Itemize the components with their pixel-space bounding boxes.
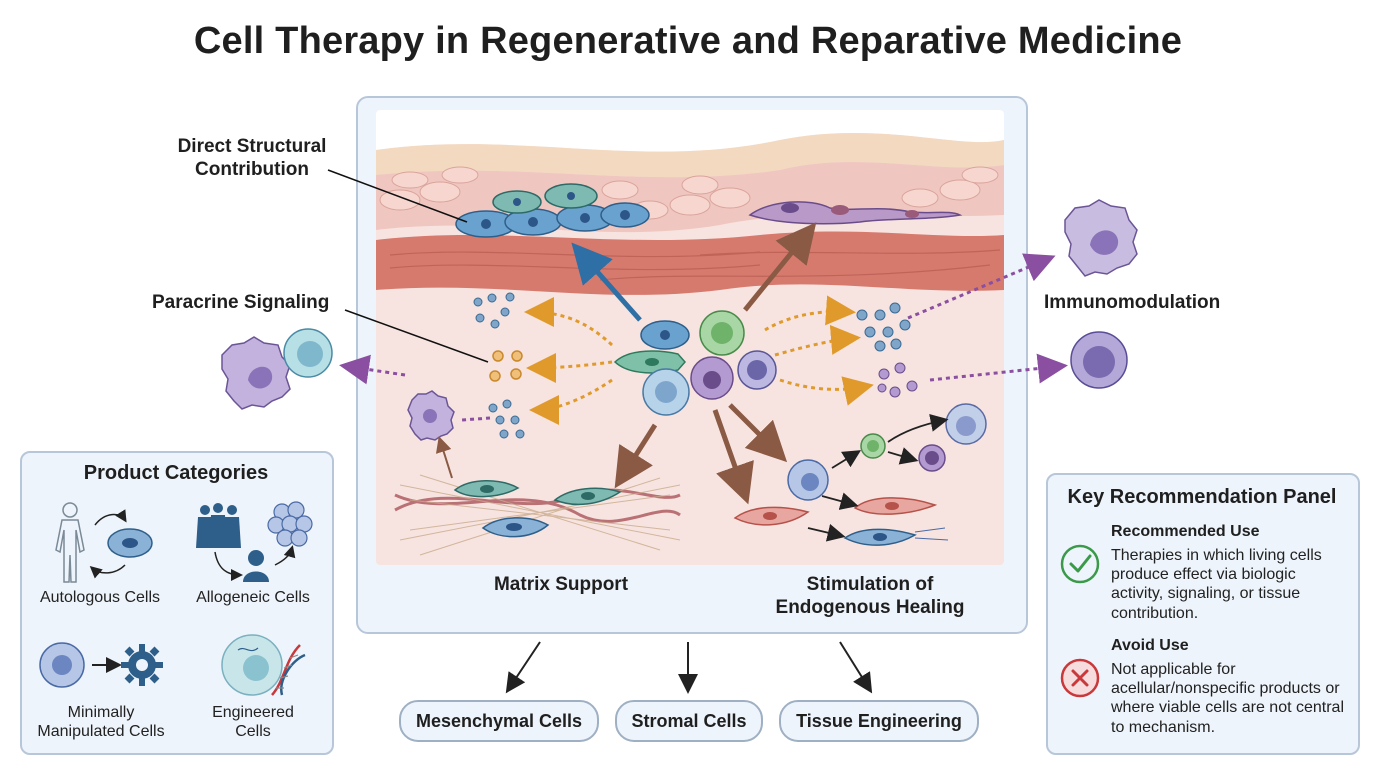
direct-structural-label: Direct Structural Contribution: [177, 136, 327, 180]
allogeneic-label: Allogeneic Cells: [196, 589, 310, 606]
paracrine-label: Paracrine Signaling: [152, 292, 330, 313]
x-circle-icon: [1060, 658, 1100, 698]
macrophage-cell-left: [221, 336, 291, 410]
macrophage-cell-right: [1064, 199, 1138, 277]
central-cell-cluster: [613, 310, 777, 416]
avoid-use-text: Not applicable for acellular/nonspecific…: [1111, 661, 1345, 736]
product-categories-panel: [20, 451, 334, 755]
structural-cells: [455, 183, 963, 238]
engineered-cells-label: Engineered Cells: [212, 704, 294, 741]
lymphocyte-cell-right: [1070, 331, 1128, 389]
engineered-cell-icon: [221, 634, 306, 696]
endogenous-healing-cells: [733, 403, 987, 546]
recommendation-panel: [1046, 473, 1360, 755]
matrix-support-cells: [453, 480, 622, 538]
endogenous-healing-label: Stimulation of Endogenous Healing: [775, 574, 965, 618]
recommended-use-heading: Recommended Use: [1111, 523, 1260, 540]
lymphocyte-cell-left: [283, 328, 333, 378]
autologous-icon: [55, 502, 153, 583]
page-title: Cell Therapy in Regenerative and Reparat…: [193, 20, 1183, 62]
minimally-manipulated-icon: [39, 642, 163, 688]
macrophage-cell: [407, 390, 455, 441]
matrix-support-label: Matrix Support: [493, 574, 629, 595]
minimally-manipulated-label: Minimally Manipulated Cells: [37, 704, 165, 741]
check-circle-icon: [1060, 544, 1100, 584]
recommendation-panel-title: Key Recommendation Panel: [1067, 486, 1337, 508]
immunomodulation-label: Immunomodulation: [1044, 292, 1221, 313]
allogeneic-icon: [196, 501, 313, 582]
product-categories-title: Product Categories: [83, 462, 269, 484]
pill-mesenchymal-cells: Mesenchymal Cells: [399, 700, 599, 742]
pill-stromal-cells: Stromal Cells: [615, 700, 763, 742]
secreted-factors: [473, 292, 918, 439]
recommended-use-text: Therapies in which living cells produce …: [1111, 547, 1322, 622]
avoid-use-heading: Avoid Use: [1111, 637, 1189, 654]
autologous-label: Autologous Cells: [39, 589, 161, 606]
pill-tissue-engineering: Tissue Engineering: [779, 700, 979, 742]
